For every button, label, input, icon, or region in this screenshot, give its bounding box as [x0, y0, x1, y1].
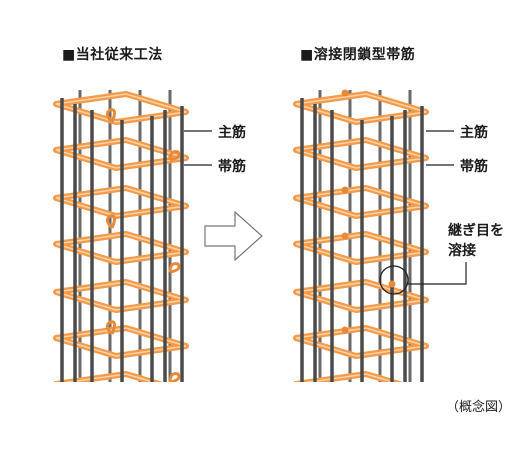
- tie-hoop-highlight: [295, 281, 427, 311]
- left-label-main-bar: 主筋: [218, 125, 246, 141]
- right-label-weld-line1: 継ぎ目を: [448, 223, 504, 239]
- transition-arrow: [204, 210, 263, 262]
- left-main-bars-front: [60, 98, 184, 382]
- left-label-tie-bar: 帯筋: [218, 159, 246, 175]
- tie-hoop-highlight: [55, 281, 187, 311]
- tie-hoop-highlight: [304, 373, 396, 382]
- right-label-main-bar: 主筋: [460, 125, 488, 141]
- left-rebar-cage: [53, 90, 189, 382]
- tie-hoop-highlight: [55, 327, 187, 357]
- right-weld-beads: [341, 89, 396, 334]
- tie-hoop-highlight: [295, 93, 427, 123]
- left-panel-title: ■当社従来工法: [62, 47, 163, 63]
- tie-hoop-highlight: [295, 139, 427, 169]
- tie-hoop-highlight: [55, 139, 187, 169]
- tie-hoop-highlight: [64, 373, 156, 382]
- diagram-caption: （概念図）: [445, 400, 511, 415]
- left-tie-hoops: [53, 91, 189, 382]
- right-rebar-cage: [293, 89, 429, 382]
- tie-hoop-highlight: [55, 93, 187, 123]
- right-label-tie-bar: 帯筋: [460, 159, 488, 175]
- right-leader-lines: [408, 130, 467, 285]
- weld-highlight-circle: [379, 265, 409, 295]
- left-tie-hooks: [105, 108, 181, 382]
- right-label-weld-line2: 溶接: [448, 243, 476, 259]
- tie-hoop-highlight: [55, 233, 187, 263]
- right-panel-title: ■溶接閉鎖型帯筋: [300, 47, 416, 63]
- left-leader-lines: [184, 130, 212, 166]
- right-main-bars-front: [300, 98, 424, 382]
- tie-hoop-highlight: [55, 187, 187, 217]
